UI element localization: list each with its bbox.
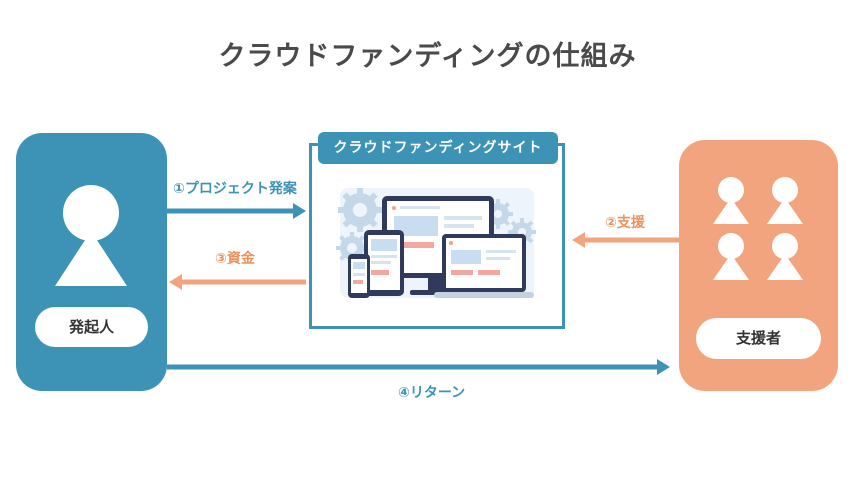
flow-label-support: ②支援 [605, 215, 645, 231]
devices-illustration [336, 188, 536, 298]
gear-icon [338, 188, 382, 232]
arrow-support [572, 232, 679, 248]
initiator-label: 発起人 [35, 307, 148, 347]
flow-label-return: ④リターン [398, 385, 466, 401]
flow-label-funds: ③資金 [215, 251, 255, 267]
arrow-return [167, 359, 670, 375]
page-title: クラウドファンディングの仕組み [218, 41, 637, 72]
person-icon [55, 185, 127, 286]
group-icon [713, 177, 803, 280]
crowdfunding-site-label: クラウドファンディングサイト [318, 132, 558, 164]
flow-label-proposal: ①プロジェクト発案 [173, 181, 297, 197]
phone-icon [348, 254, 370, 298]
supporters-label: 支援者 [696, 318, 821, 359]
laptop-icon [434, 234, 534, 298]
arrow-funds [169, 274, 306, 290]
supporters-card: 支援者 [679, 140, 838, 391]
initiator-card: 発起人 [16, 133, 167, 391]
tablet-icon [364, 230, 404, 296]
arrow-proposal [167, 203, 306, 219]
